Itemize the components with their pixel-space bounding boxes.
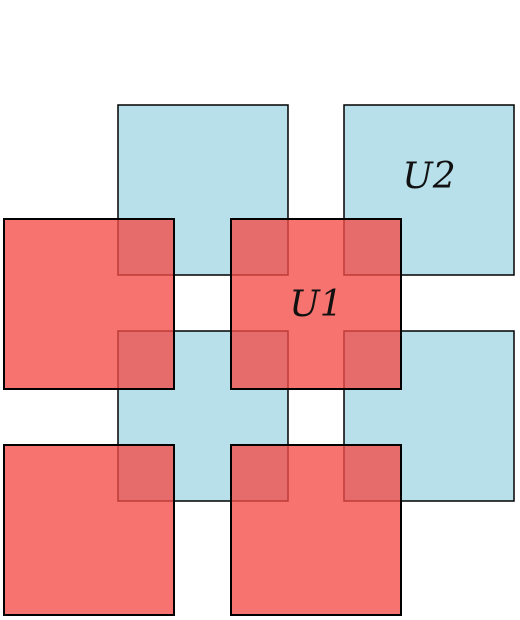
red-square-top-right-outline <box>230 218 402 390</box>
red-square-bottom-right-outline <box>230 444 402 616</box>
red-square-top-left-outline <box>3 218 175 390</box>
blue-square-top-right-outline <box>343 104 515 276</box>
label-u2: U2 <box>402 156 455 197</box>
blue-square-bottom-right-outline <box>343 330 515 502</box>
blue-square-bottom-left-outline <box>117 330 289 502</box>
red-squares <box>4 219 401 615</box>
red-square-top-right <box>231 219 401 389</box>
blue-square-top-left-outline <box>117 104 289 276</box>
red-square-top-left <box>4 219 174 389</box>
red-square-bottom-left-outline <box>3 444 175 616</box>
label-u1: U1 <box>289 284 342 325</box>
blue-outlines <box>117 104 515 502</box>
red-square-bottom-right <box>231 445 401 615</box>
red-square-bottom-left <box>4 445 174 615</box>
red-outlines <box>3 218 402 616</box>
